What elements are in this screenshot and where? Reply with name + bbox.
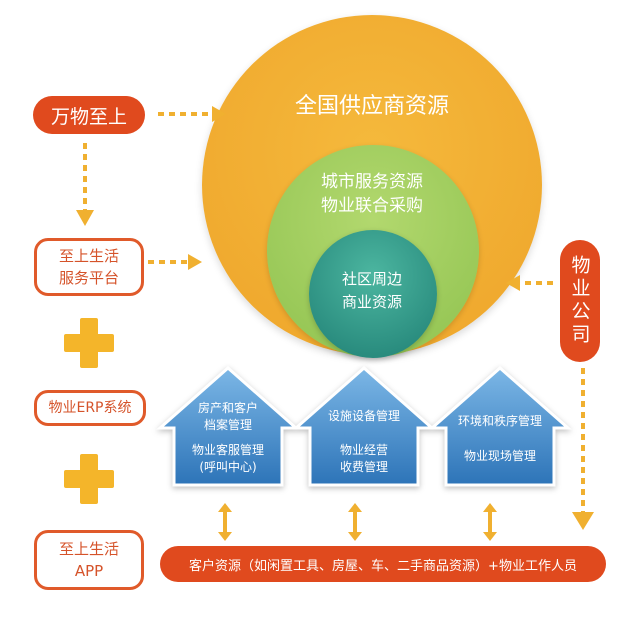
- house-text: (呼叫中心): [199, 460, 257, 474]
- house-environment: 环境和秩序管理 物业现场管理: [432, 368, 568, 496]
- erp-system-box: 物业ERP系统: [34, 390, 146, 426]
- house-facilities: 设施设备管理 物业经营 收费管理: [296, 368, 432, 496]
- house-shapes: [156, 365, 572, 487]
- service-platform-line1: 至上生活: [58, 246, 119, 265]
- app-line2: APP: [74, 562, 104, 580]
- city-service-label-2: 物业联合采购: [321, 196, 423, 216]
- city-service-label-1: 城市服务资源: [321, 172, 423, 192]
- house-text: 物业现场管理: [463, 449, 536, 463]
- house-text: 物业客服管理: [191, 443, 264, 457]
- community-label-1: 社区周边: [341, 270, 402, 288]
- brand-badge: 万物至上: [33, 96, 145, 134]
- plus-icons: [64, 318, 114, 504]
- arrow-right-icon: [188, 254, 202, 270]
- community-circle: [309, 230, 437, 358]
- arrow-right-icon: [212, 106, 226, 122]
- arrow-left-icon: [506, 275, 520, 291]
- community-label-2: 商业资源: [341, 293, 402, 311]
- service-platform-line2: 服务平台: [58, 269, 119, 287]
- app-line1: 至上生活: [58, 539, 119, 558]
- customer-resources-bar: 客户资源（如闲置工具、房屋、车、二手商品资源）+物业工作人员: [160, 546, 606, 582]
- house-text: 房产和客户: [197, 401, 258, 415]
- house-text: 物业经营: [339, 443, 388, 457]
- arrow-down-icon: [76, 210, 94, 226]
- house-text: 设施设备管理: [327, 409, 400, 423]
- house-text: 收费管理: [339, 460, 388, 474]
- app-box: 至上生活 APP: [34, 530, 144, 590]
- double-arrow-icons: [218, 503, 497, 541]
- house-text: 档案管理: [203, 418, 252, 432]
- national-supplier-label: 全国供应商资源: [294, 94, 449, 119]
- house-customer-records: 房产和客户 档案管理 物业客服管理 (呼叫中心): [160, 368, 296, 496]
- arrow-down-icon: [572, 512, 594, 530]
- property-company-badge: 物业公司: [560, 240, 600, 362]
- house-text: 环境和秩序管理: [457, 414, 542, 428]
- service-platform-box: 至上生活 服务平台: [34, 238, 144, 296]
